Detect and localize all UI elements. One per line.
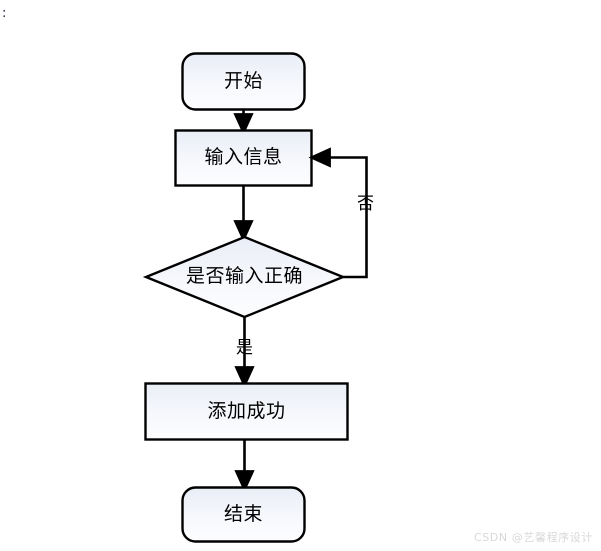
- node-end-shape: [181, 486, 306, 543]
- node-decision-label: 是否输入正确: [185, 265, 303, 287]
- corner-text-artifact: :: [2, 9, 5, 20]
- node-input-label: 输入信息: [204, 146, 283, 168]
- node-start-label: 开始: [223, 70, 263, 92]
- edge-decision-no-to-input: [308, 147, 368, 279]
- node-success-label: 添加成功: [207, 400, 286, 422]
- node-success-shape: [144, 382, 349, 441]
- node-start-shape: [181, 52, 306, 111]
- csdn-watermark: CSDN @艺馨程序设计: [473, 531, 593, 544]
- edge-label-no: 否: [357, 194, 374, 214]
- node-input-shape: [174, 129, 313, 187]
- node-end-label: 结束: [223, 503, 263, 525]
- edge-label-yes: 是: [236, 338, 253, 358]
